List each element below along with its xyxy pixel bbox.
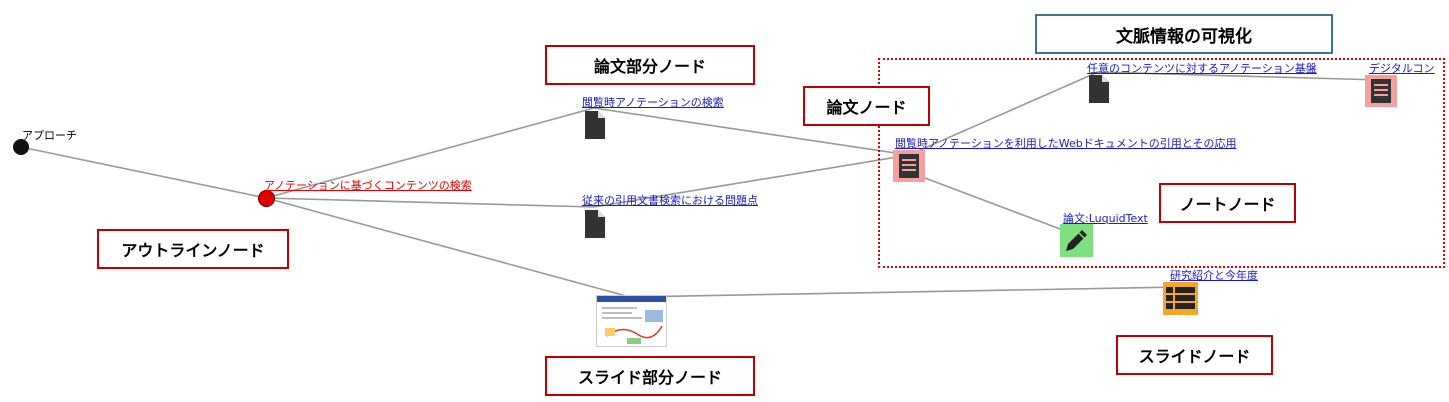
pencil-icon — [1066, 230, 1087, 251]
paper-node-callout: 論文ノード — [803, 86, 930, 126]
related1-label[interactable]: 任意のコンテンツに対するアノテーション基盤 — [1087, 62, 1317, 75]
document-icon[interactable] — [584, 209, 606, 239]
slide-thumbnail[interactable] — [596, 295, 667, 347]
document-icon[interactable] — [584, 110, 606, 140]
slide-node[interactable] — [1163, 282, 1198, 315]
paper-part-callout: 論文部分ノード — [545, 45, 755, 85]
note-node-callout: ノートノード — [1159, 183, 1296, 223]
paper-node[interactable] — [893, 150, 925, 182]
slide-part-callout: スライド部分ノード — [545, 356, 755, 396]
outline-node-callout: アウトラインノード — [97, 229, 289, 269]
edge-outline-slidepart — [265, 197, 631, 298]
note-node[interactable] — [1060, 224, 1093, 257]
paper-label[interactable]: 閲覧時アノテーションを利用したWebドキュメントの引用とその応用 — [895, 137, 1237, 150]
related2-label[interactable]: デジタルコン — [1369, 62, 1435, 75]
slide-thumbnail-image — [597, 296, 666, 344]
note-label[interactable]: 論文:LuquidText — [1063, 212, 1148, 225]
edge-part2-paper — [593, 154, 910, 208]
related2-node[interactable] — [1365, 75, 1397, 107]
approach-node[interactable] — [13, 139, 29, 155]
title-box: 文脈情報の可視化 — [1035, 14, 1333, 54]
edge-outline-part2 — [265, 197, 595, 208]
outline-node[interactable] — [258, 190, 275, 207]
context-region — [878, 58, 1445, 268]
part1-label[interactable]: 閲覧時アノテーションの検索 — [582, 96, 724, 109]
list-doc-icon — [1371, 79, 1391, 103]
edge-outline-part1 — [265, 107, 595, 199]
outline-label[interactable]: アノテーションに基づくコンテンツの検索 — [264, 179, 472, 192]
edge-approach-outline — [20, 146, 267, 199]
part2-label[interactable]: 従来の引用文書検索における問題点 — [582, 194, 758, 207]
edge-part1-paper — [593, 107, 910, 156]
table-icon — [1166, 287, 1195, 309]
approach-label: アプローチ — [22, 129, 77, 142]
document-icon[interactable] — [1088, 74, 1110, 104]
edge-paper-related1 — [908, 71, 1099, 156]
slide-label[interactable]: 研究紹介と今年度 — [1170, 269, 1258, 282]
edge-paper-note — [908, 171, 1077, 236]
slide-node-callout: スライドノード — [1116, 335, 1273, 375]
edge-related1-related2 — [1097, 71, 1381, 81]
list-doc-icon — [899, 154, 919, 178]
edge-slidepart-slide — [629, 286, 1182, 298]
